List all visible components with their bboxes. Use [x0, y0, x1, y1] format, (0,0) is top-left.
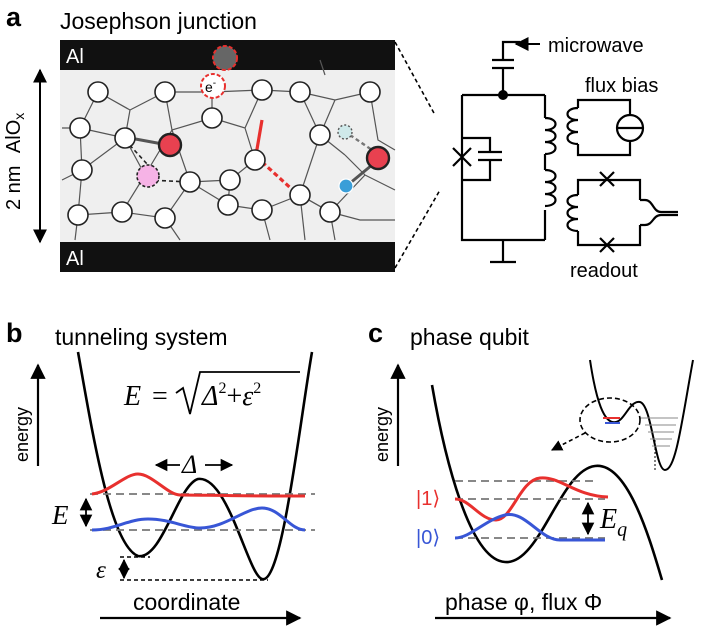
c-excited-wavefunction [454, 476, 609, 522]
b-excited-wavefunction [91, 472, 305, 498]
zoom-line-bottom [394, 189, 441, 269]
c-state-0-label: |0⟩ [416, 527, 440, 549]
electron-site [212, 45, 238, 71]
bottom-electrode [60, 242, 395, 272]
c-y-label: energy [372, 407, 392, 462]
blue-defect-atom [338, 178, 354, 194]
zoom-line-top [394, 41, 436, 116]
c-splitting-label: Eq [599, 504, 627, 541]
panel-a-title: Josephson junction [60, 8, 257, 34]
light-blue-defect-atom [337, 124, 353, 140]
panel-b-title: tunneling system [55, 324, 228, 350]
panel-b-letter: b [6, 318, 23, 348]
c-inset-levels [640, 417, 678, 447]
c-x-label: phase φ, flux Φ [445, 589, 602, 615]
thickness-label: 2 nm AlOx [3, 113, 27, 210]
b-x-label: coordinate [133, 589, 240, 615]
b-asym-label: ε [96, 557, 106, 584]
b-equation: E [123, 381, 141, 412]
pink-defect-atom [136, 164, 160, 188]
thickness-value: 2 nm [3, 166, 25, 210]
panel-c-title: phase qubit [410, 324, 530, 350]
readout-label: readout [570, 260, 638, 282]
b-splitting-label: E [51, 500, 69, 530]
panel-c: c phase qubit energy phase φ, flux Φ |1⟩… [368, 318, 694, 626]
b-y-label: energy [12, 407, 32, 462]
c-inset-potential [589, 359, 694, 472]
red-defect-atom-right [365, 145, 391, 171]
oxide-label: AlO [3, 120, 25, 153]
oxide-subscript: x [11, 113, 27, 120]
b-ground-wavefunction [91, 506, 306, 532]
flux-bias-label: flux bias [585, 75, 658, 97]
qubit-circuit [452, 40, 678, 264]
panel-b: b tunneling system energy coordinate E =… [6, 318, 315, 626]
red-defect-atom [157, 132, 183, 158]
oxide-atoms [67, 79, 381, 229]
bottom-electrode-label: Al [66, 248, 84, 270]
c-state-1-label: |1⟩ [416, 488, 440, 510]
panel-a: a Josephson junction Al Al 2 nm AlOx [3, 2, 678, 282]
c-potential [430, 384, 664, 581]
electron-label: e- [205, 78, 216, 95]
circuit-node [498, 90, 508, 100]
panel-c-letter: c [368, 318, 383, 348]
b-equation-eq: = [152, 381, 168, 412]
electron [200, 73, 226, 99]
c-inset-zoom-circle [579, 397, 641, 443]
c-ground-wavefunction [454, 513, 605, 542]
defect-red-solid [254, 119, 264, 156]
b-tunneling-label: Δ [181, 450, 197, 479]
microwave-label: microwave [548, 35, 644, 57]
b-equation-sqrt [175, 371, 300, 415]
c-inset-zoom-arrow [551, 432, 586, 451]
defect-grey-dashed [349, 134, 376, 153]
top-electrode-label: Al [66, 46, 84, 68]
b-equation-body: Δ2+ε2 [201, 380, 261, 412]
panel-a-letter: a [6, 2, 22, 32]
